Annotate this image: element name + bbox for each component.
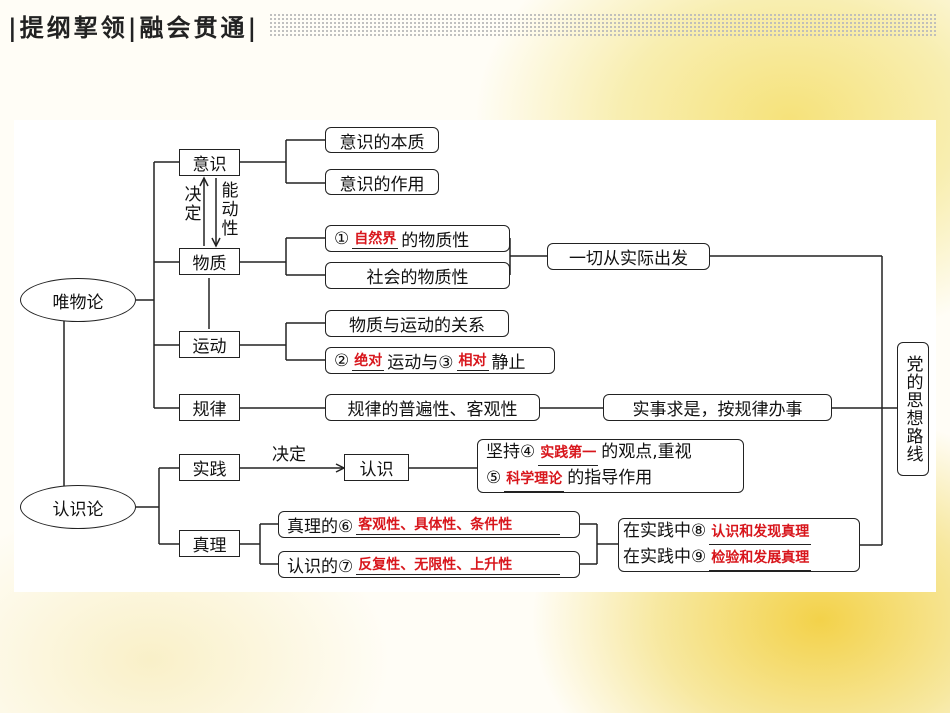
truth-node: 真理 [179,530,240,557]
discover-prefix: 在实践中⑧ [623,521,707,541]
practice-line2-suffix: 的指导作用 [567,468,653,488]
seek-truth-node: 实事求是，按规律办事 [603,394,832,421]
header-dotted-band [269,13,938,37]
consciousness-node: 意识 [179,149,240,176]
consciousness-role-node: 意识的作用 [325,169,439,195]
practice-line1-prefix: 坚持④ [486,442,536,462]
connector-lines [63,139,897,565]
motion-node: 运动 [179,331,240,358]
practice-line2-prefix: ⑤ [486,468,502,488]
cognition-node: 认识 [344,454,409,481]
society-materiality-node: 社会的物质性 [325,262,510,289]
verify-answer: 检验和发展真理 [711,550,810,566]
nature-answer: 自然界 [354,231,397,247]
cognition-prefix: 认识的⑦ [287,557,354,577]
absolute-prefix: ② [334,350,350,371]
law-universality-node: 规律的普遍性、客观性 [325,394,540,421]
nature-suffix: 的物质性 [401,231,470,251]
decides-vertical-label: 决定 [184,185,202,224]
matter-motion-relation-node: 物质与运动的关系 [325,310,509,337]
decides-label: 决定 [272,445,306,465]
mind-map-panel: 唯物论 认识论 意识 物质 运动 规律 实践 认识 真理 决定 能动性 决定 意… [14,120,936,592]
matter-node: 物质 [179,248,240,275]
relative-suffix: 静止 [491,353,526,373]
practice-node: 实践 [179,454,240,481]
law-node: 规律 [179,394,240,421]
consciousness-essence-node: 意识的本质 [325,127,439,153]
discover-answer: 认识和发现真理 [711,524,810,540]
practice-first-answer: 实践第一 [540,445,597,461]
truth-prefix: 真理的⑥ [287,517,354,537]
absolute-answer: 绝对 [354,353,383,369]
absolute-mid: 运动与③ [387,353,454,373]
proceed-from-reality-node: 一切从实际出发 [547,243,710,270]
header-bar: |提纲挈领|融会贯通| [0,0,950,50]
initiative-vertical-label: 能动性 [221,181,239,239]
party-line-text: 党的思想路线 [902,355,923,463]
truth-answer: 客观性、具体性、条件性 [358,517,513,533]
cognition-answer: 反复性、无限性、上升性 [358,557,513,573]
science-theory-answer: 科学理论 [506,471,563,487]
header-title: |提纲挈领|融会贯通| [8,12,260,42]
materialism-node: 唯物论 [20,278,136,322]
epistemology-node: 认识论 [20,485,136,529]
nature-prefix: ① [334,228,350,249]
relative-answer: 相对 [458,353,487,369]
verify-prefix: 在实践中⑨ [623,547,707,567]
party-line-node: 党的思想路线 [897,342,929,476]
practice-line1-suffix: 的观点,重视 [601,442,692,462]
